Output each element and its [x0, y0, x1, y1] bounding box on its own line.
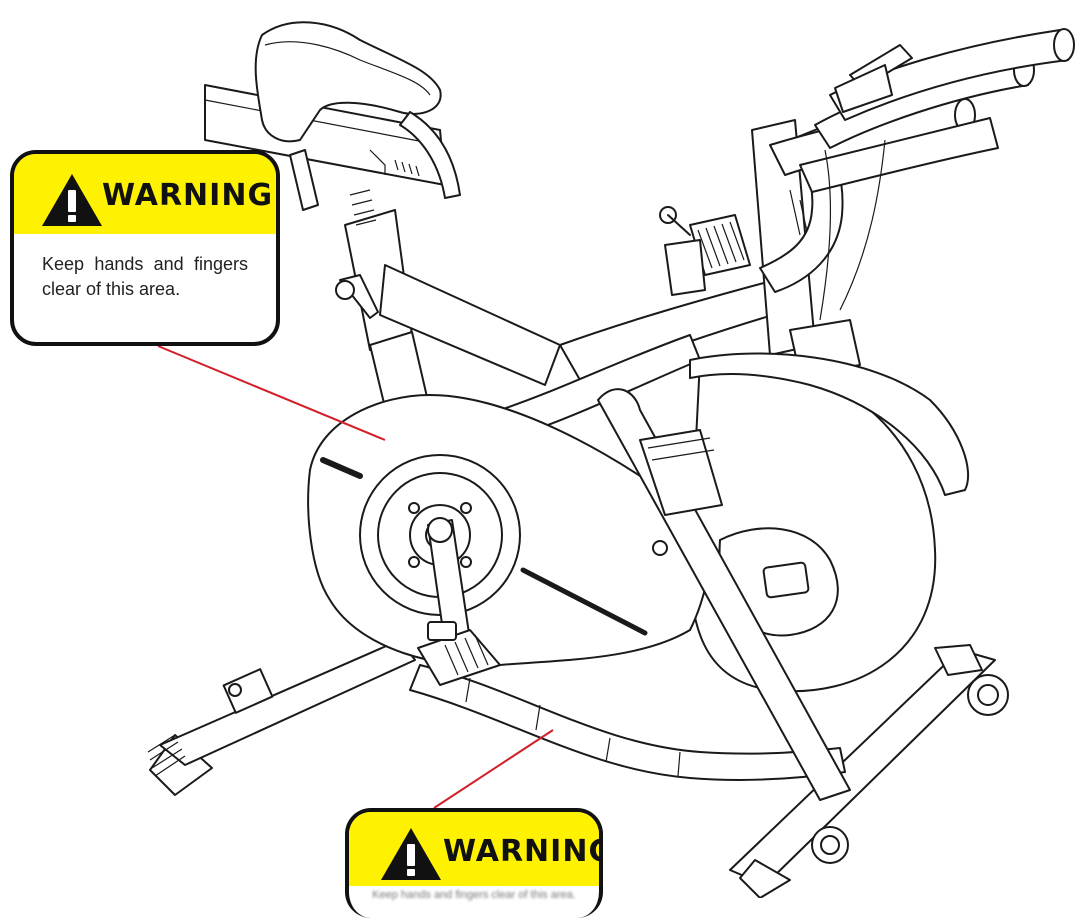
warning-triangle-icon	[381, 828, 441, 880]
flywheel-cover	[689, 352, 970, 693]
front-base	[729, 644, 1009, 898]
warning-heading: WARNING	[443, 834, 603, 869]
warning-heading: WARNING	[102, 178, 274, 213]
warning-triangle-icon	[42, 174, 102, 226]
warning-header: WARNING	[349, 812, 599, 886]
tension-knob	[659, 206, 751, 296]
exercise-bike-illustration	[147, 21, 1075, 898]
rear-base	[147, 639, 416, 796]
diagram-stage: WARNING Keep hands and fingers clear of …	[10, 21, 1075, 918]
crank-and-pedal	[417, 517, 501, 686]
front-fork	[597, 388, 851, 801]
warning-label-upper: WARNING Keep hands and fingers clear of …	[10, 150, 280, 346]
warning-text: Keep hands and fingers clear of this are…	[372, 889, 576, 901]
warning-label-lower: WARNING Keep hands and fingers clear of …	[345, 808, 603, 918]
warning-text: Keep hands and fingers clear of this are…	[42, 254, 248, 299]
pointer-line-lower	[433, 729, 554, 809]
handlebar-assembly	[751, 28, 1075, 376]
seat-assembly	[204, 21, 461, 421]
pointer-line-upper	[157, 345, 386, 441]
warning-header: WARNING	[14, 154, 276, 234]
chain-guard	[307, 394, 711, 667]
